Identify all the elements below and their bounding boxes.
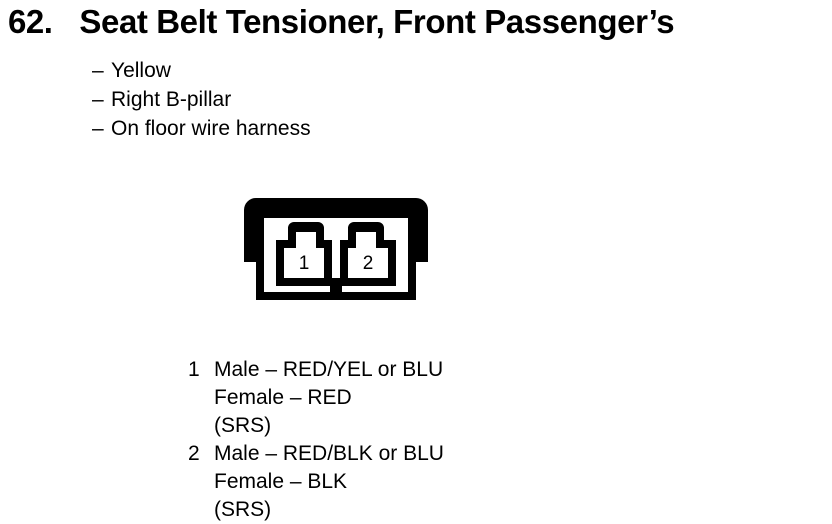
attribute-item-label: Right B-pillar xyxy=(111,88,232,111)
attribute-list: – Yellow – Right B-pillar – On floor wir… xyxy=(92,56,592,143)
pin-legend-line-system: (SRS) xyxy=(214,498,272,521)
pin-legend-line-female: Female – BLK xyxy=(214,470,348,493)
cavity-label-2: 2 xyxy=(363,253,374,274)
pin-legend-text-block: Male – RED/YEL or BLU Female – RED (SRS) xyxy=(214,356,443,440)
page-title: Seat Belt Tensioner, Front Passenger’s xyxy=(79,3,675,40)
entry-number: 62. xyxy=(8,3,53,40)
pin-legend-number: 2 xyxy=(188,442,200,465)
pin-legend-line-male: Male – RED/YEL or BLU xyxy=(214,358,444,381)
bullet-dash-icon: – xyxy=(92,88,104,111)
connector-cavity-1 xyxy=(276,222,332,286)
pin-legend-text-block: Male – RED/BLK or BLU Female – BLK (SRS) xyxy=(214,440,444,524)
connector-cavity-2 xyxy=(340,222,396,286)
connector-diagram: 1 2 xyxy=(232,190,452,310)
bullet-dash-icon: – xyxy=(92,59,104,82)
pin-legend-entry: 1 Male – RED/YEL or BLU Female – RED (SR… xyxy=(188,356,748,440)
connector-drawing: 1 2 xyxy=(244,198,428,300)
pin-legend-number: 1 xyxy=(188,358,200,381)
page-header: 62. Seat Belt Tensioner, Front Passenger… xyxy=(8,2,828,46)
attribute-item-color: – Yellow xyxy=(92,56,592,85)
attribute-item-location: – Right B-pillar xyxy=(92,85,592,114)
bullet-dash-icon: – xyxy=(92,117,104,140)
pin-legend-line-female: Female – RED xyxy=(214,386,352,409)
attribute-item-label: Yellow xyxy=(111,59,171,82)
attribute-item-harness: – On floor wire harness xyxy=(92,114,592,143)
connector-center-notch xyxy=(330,278,342,292)
pin-legend-line-male: Male – RED/BLK or BLU xyxy=(214,442,444,465)
connector-outer-shell xyxy=(244,198,428,262)
pin-legend: 1 Male – RED/YEL or BLU Female – RED (SR… xyxy=(188,356,748,524)
pin-legend-entry: 2 Male – RED/BLK or BLU Female – BLK (SR… xyxy=(188,440,748,524)
connector-base-bar xyxy=(256,292,416,300)
cavity-label-1: 1 xyxy=(299,253,310,274)
pin-legend-line-system: (SRS) xyxy=(214,414,272,437)
attribute-item-label: On floor wire harness xyxy=(111,117,311,140)
